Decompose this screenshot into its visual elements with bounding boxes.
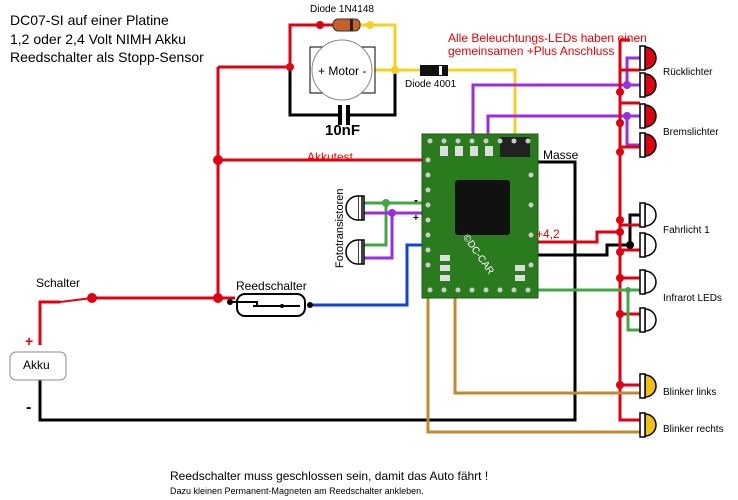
wire-capacitor	[288, 70, 397, 117]
pin-minus-label: -	[414, 193, 418, 207]
capacitor-label: 10nF	[325, 122, 361, 139]
akku-box	[9, 351, 67, 381]
led-blinker-links-1	[639, 373, 657, 399]
title-line-1: DC07-SI auf einer Platine	[10, 12, 169, 28]
motor-symbol	[309, 39, 376, 101]
plus42-label: +4,2	[536, 227, 560, 241]
wire-plus-main	[216, 23, 425, 298]
reedschalter-label: Reedschalter	[236, 279, 307, 293]
wire-led-plus-branches	[620, 38, 640, 387]
led-infrarot-leds-1	[639, 269, 657, 295]
wire-reed	[312, 243, 425, 307]
diode-1n4148-label: Diode 1N4148	[310, 4, 374, 15]
led-label-fahrlicht: Fahrlicht 1	[663, 225, 710, 236]
footer-line-2: Dazu kleinen Permanent-Magneten am Reeds…	[170, 486, 424, 496]
led-fahrlicht-1-2	[639, 232, 657, 258]
wire-blinker-rechts	[426, 295, 640, 434]
capacitor-symbol	[338, 105, 350, 125]
footer-line-1: Reedschalter muss geschlossen sein, dami…	[170, 469, 489, 483]
akku-label: Akku	[23, 358, 50, 372]
schalter-label: Schalter	[36, 276, 81, 290]
akkutest-label: Akkutest	[307, 150, 354, 164]
wire-blinker-links	[453, 295, 640, 395]
wire-foto-green	[364, 201, 425, 247]
led-infrarot-leds-2	[639, 307, 657, 333]
wire-led-plus-rail	[618, 40, 640, 422]
led-label-ruecklichter: Rücklichter	[663, 67, 713, 78]
wire-ir	[538, 288, 640, 332]
title-line-3: Reedschalter als Stopp-Sensor	[10, 49, 204, 65]
wire-switch-blade	[59, 297, 93, 303]
led-r-cklichter-2	[639, 72, 657, 98]
junctions	[87, 21, 634, 389]
title-line-2: 1,2 oder 2,4 Volt NIMH Akku	[10, 31, 186, 47]
fototransistor-symbols	[345, 195, 365, 265]
akku-plus-label: +	[25, 333, 34, 349]
led-r-cklichter-1	[639, 45, 657, 71]
reedschalter-symbol	[230, 293, 306, 317]
masse-label: Masse	[543, 148, 579, 162]
motor-label: + Motor -	[318, 64, 367, 78]
wire-switch	[38, 296, 235, 345]
led-bremslichter-1	[639, 103, 657, 129]
pin-plus-label: +	[413, 213, 419, 224]
note-line-1: Alle Beleuchtungs-LEDs haben einen	[448, 31, 647, 45]
wire-plus42	[538, 230, 620, 244]
led-label-infrarot: Infrarot LEDs	[663, 293, 722, 304]
led-bremslichter-2	[639, 132, 657, 158]
led-blinker-rechts-1	[639, 412, 657, 438]
akku-minus-label: -	[26, 399, 32, 416]
led-fahrlicht-1-1	[639, 202, 657, 228]
diode-4001-symbol	[420, 65, 448, 76]
led-label-bremslichter: Bremslichter	[663, 127, 719, 138]
fototransistoren-label: Fototransistoren	[334, 188, 346, 268]
diode-1n4148-symbol	[332, 18, 361, 32]
wire-ground	[38, 160, 577, 422]
wire-motor-minus	[358, 23, 517, 135]
note-line-2: gemeinsamen +Plus Anschluss	[448, 44, 615, 58]
diode-4001-label: Diode 4001	[405, 79, 457, 90]
led-label-blinker-links: Blinker links	[663, 387, 717, 398]
led-label-blinker-rechts: Blinker rechts	[663, 424, 724, 435]
pcb-board	[421, 133, 539, 299]
